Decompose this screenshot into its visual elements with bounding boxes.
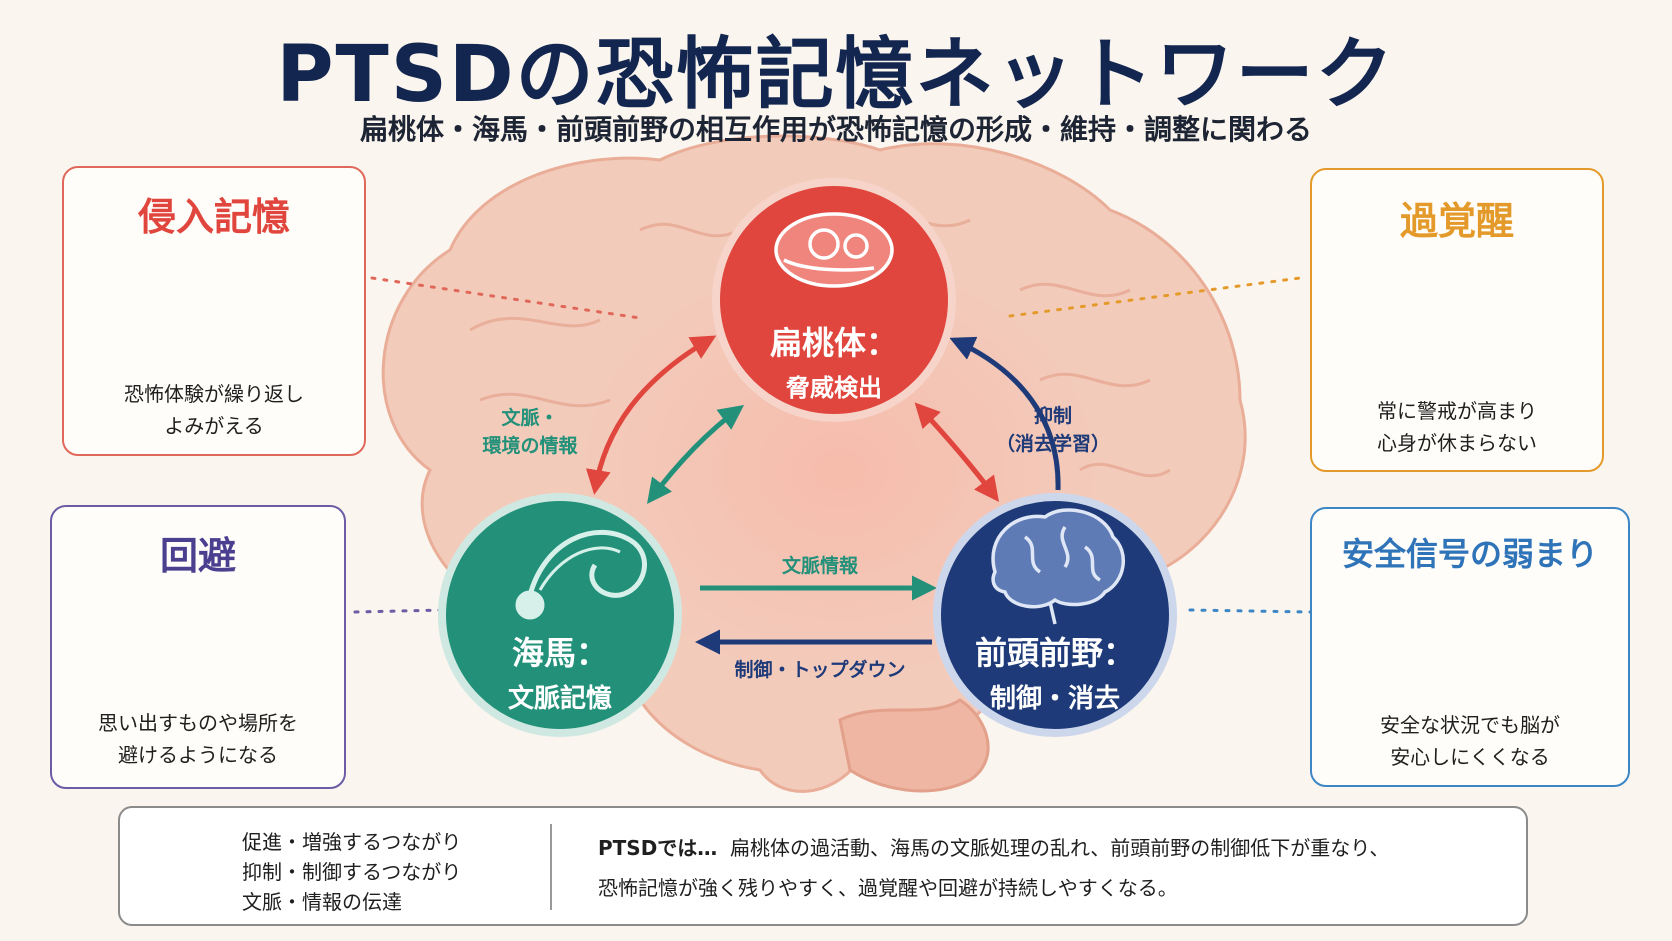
prefrontal-name: 前頭前野： xyxy=(974,634,1135,672)
panel-hyperarousal-desc-line2: 心身が休まらない xyxy=(1377,431,1537,455)
arrow-hippocampus-amygdala-context xyxy=(646,405,745,504)
network-arrows xyxy=(585,335,1061,655)
node-amygdala xyxy=(712,178,956,422)
edge-label-context-info: 文脈情報 xyxy=(781,555,858,577)
legend-box: 促進・増強するつながり 抑制・制御するつながり 文脈・情報の伝達 PTSDでは…… xyxy=(118,806,1528,926)
amygdala-role: 脅威検出 xyxy=(786,374,882,402)
legend-item-promote-label: 促進・増強するつながり xyxy=(242,829,462,854)
panel-safety-desc-line1: 安全な状況でも脳が xyxy=(1380,713,1560,737)
panel-connectors xyxy=(353,276,1312,614)
legend-item-context-label: 文脈・情報の伝達 xyxy=(242,889,402,914)
edge-label-topdown: 制御・トップダウン xyxy=(734,659,906,681)
panel-safety-desc: 安全な状況でも脳が 安心しにくくなる xyxy=(1312,709,1628,773)
legend-item-inhibit: 抑制・制御するつながり xyxy=(224,856,461,884)
amygdala-name: 扁桃体： xyxy=(769,324,898,362)
hippocampus-name: 海馬： xyxy=(511,634,608,672)
legend-item-inhibit-label: 抑制・制御するつながり xyxy=(242,859,462,884)
legend-divider xyxy=(550,824,552,910)
edge-label-context-environment-line2: 環境の情報 xyxy=(482,435,578,457)
hippocampus-icon xyxy=(515,529,647,620)
edge-label-inhibition-line1: 抑制 xyxy=(1033,405,1072,427)
panel-hyperarousal-desc: 常に警戒が高まり 心身が休まらない xyxy=(1312,395,1602,459)
node-prefrontal xyxy=(933,493,1177,737)
hippocampus-label: 海馬： 文脈記憶 xyxy=(450,628,670,715)
panel-hyperarousal-desc-line1: 常に警戒が高まり xyxy=(1377,399,1537,423)
page-subtitle: 扁桃体・海馬・前頭前野の相互作用が恐怖記憶の形成・維持・調整に関わる xyxy=(359,113,1312,146)
brain-icon xyxy=(991,508,1125,625)
prefrontal-label: 前頭前野： 制御・消去 xyxy=(935,628,1175,715)
panel-intrusion-desc: 恐怖体験が繰り返し よみがえる xyxy=(64,378,364,442)
arrow-prefrontal-inhibits-amygdala xyxy=(949,336,1061,491)
panel-hyperarousal: 過覚醒 常に警戒が高まり 心身が休まらない xyxy=(1310,168,1604,472)
page-title: PTSDの恐怖記憶ネットワーク xyxy=(276,30,1396,120)
summary-line2: 恐怖記憶が強く残りやすく、過覚醒や回避が持続しやすくなる。 xyxy=(598,876,1178,900)
panel-hyperarousal-title: 過覚醒 xyxy=(1399,199,1514,243)
panel-avoidance-desc: 思い出すものや場所を 避けるようになる xyxy=(52,707,344,771)
legend-summary: PTSDでは… 扁桃体の過活動、海馬の文脈処理の乱れ、前頭前野の制御低下が重なり… xyxy=(598,828,1389,908)
edge-label-context-environment: 文脈・ 環境の情報 xyxy=(455,404,605,460)
panel-safety-desc-line2: 安心しにくくなる xyxy=(1390,745,1550,769)
panel-intrusion: 侵入記憶 恐怖体験が繰り返し よみがえる xyxy=(62,166,366,456)
panel-avoidance: 回避 思い出すものや場所を 避けるようになる xyxy=(50,505,346,789)
arrow-amygdala-hippocampus xyxy=(585,335,717,495)
amygdala-label: 扁桃体： 脅威検出 xyxy=(724,318,944,403)
edge-label-inhibition-line2: （消去学習） xyxy=(995,433,1110,455)
edge-label-inhibition: 抑制 （消去学習） xyxy=(968,402,1138,458)
panel-intrusion-desc-line1: 恐怖体験が繰り返し xyxy=(124,382,304,406)
panel-avoidance-desc-line2: 避けるようになる xyxy=(118,743,278,767)
prefrontal-role: 制御・消去 xyxy=(989,684,1120,714)
cerebellum xyxy=(838,698,990,793)
amygdala-icon xyxy=(774,212,894,288)
node-hippocampus xyxy=(438,493,682,737)
summary-line1: 扁桃体の過活動、海馬の文脈処理の乱れ、前頭前野の制御低下が重なり、 xyxy=(730,836,1390,860)
summary-lead: PTSDでは… xyxy=(598,836,718,860)
arrow-amygdala-prefrontal xyxy=(914,402,1000,502)
hippocampus-role: 文脈記憶 xyxy=(507,684,612,714)
legend-item-context: 文脈・情報の伝達 xyxy=(224,886,402,914)
panel-avoidance-title: 回避 xyxy=(159,534,236,578)
panel-intrusion-title: 侵入記憶 xyxy=(137,195,290,239)
edge-label-context-environment-line1: 文脈・ xyxy=(501,407,559,429)
panel-avoidance-desc-line1: 思い出すものや場所を xyxy=(98,711,298,735)
panel-safety-title: 安全信号の弱まり xyxy=(1341,535,1598,573)
panel-intrusion-desc-line2: よみがえる xyxy=(164,414,264,438)
legend-item-promote: 促進・増強するつながり xyxy=(224,826,461,854)
panel-safety: 安全信号の弱まり 安全な状況でも脳が 安心しにくくなる xyxy=(1310,507,1630,787)
